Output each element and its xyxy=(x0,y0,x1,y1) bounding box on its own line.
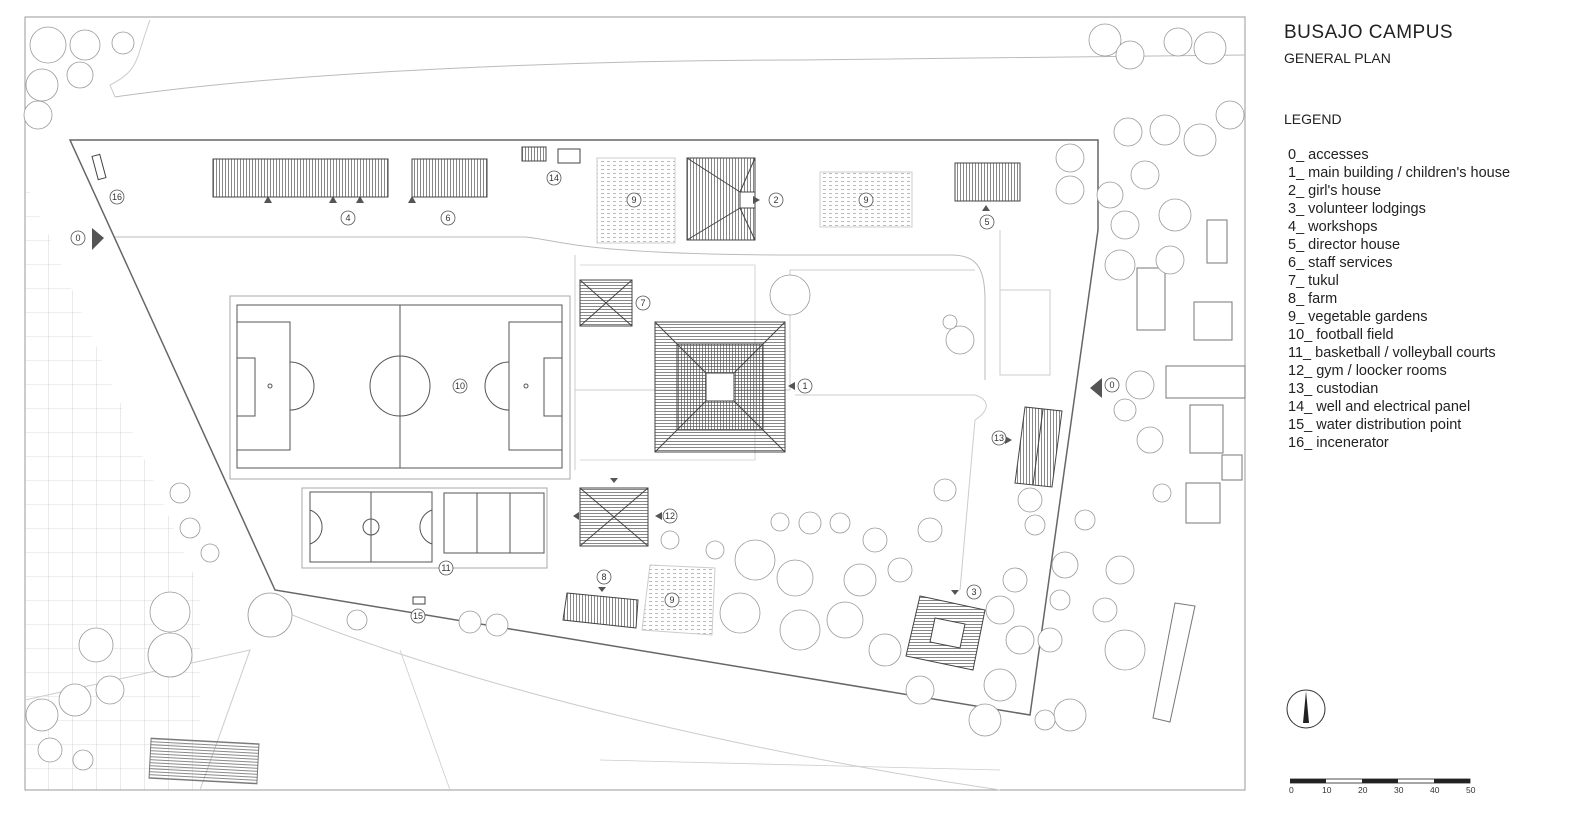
legend-item: 14_ well and electrical panel xyxy=(1288,399,1471,415)
site-plan: 0 0 1 2 3 4 5 6 7 8 9 9 9 10 11 12 13 14… xyxy=(23,16,1246,791)
legend-item: 15_ water distribution point xyxy=(1288,417,1462,433)
scale-tick: 20 xyxy=(1358,785,1368,795)
svg-text:3: 3 xyxy=(971,587,976,597)
svg-text:0: 0 xyxy=(1109,380,1114,390)
plan-title: BUSAJO CAMPUS xyxy=(1284,22,1454,43)
svg-text:1: 1 xyxy=(802,381,807,391)
svg-text:14: 14 xyxy=(549,173,559,183)
label-custodian: 13 xyxy=(991,430,1007,446)
svg-text:15: 15 xyxy=(413,611,423,621)
scale-tick: 50 xyxy=(1466,785,1476,795)
svg-text:16: 16 xyxy=(112,192,122,202)
label-garden-c: 9 xyxy=(664,592,680,608)
south-path xyxy=(279,609,1001,791)
legend-item: 16_ incenerator xyxy=(1288,435,1389,451)
north-path xyxy=(114,54,1246,98)
legend-item: 0_ accesses xyxy=(1288,147,1369,163)
incinerator-slab xyxy=(91,153,107,181)
svg-text:11: 11 xyxy=(441,563,450,573)
svg-text:9: 9 xyxy=(669,595,674,605)
plan-subtitle: GENERAL PLAN xyxy=(1284,50,1391,66)
label-access-west: 0 xyxy=(70,230,86,246)
legend-heading: LEGEND xyxy=(1284,111,1342,127)
label-access-east: 0 xyxy=(1104,377,1120,393)
girls-house xyxy=(686,157,756,241)
football-area xyxy=(229,295,571,480)
farm-building xyxy=(562,592,639,629)
courts-area xyxy=(301,487,548,569)
label-volunteer-lodgings: 3 xyxy=(966,584,982,600)
main-building xyxy=(654,321,786,453)
label-tukul: 7 xyxy=(635,295,651,311)
legend-item: 3_ volunteer lodgings xyxy=(1288,201,1426,217)
label-water-point: 15 xyxy=(410,608,426,624)
legend-item: 2_ girl's house xyxy=(1288,183,1382,199)
north-arrow-icon xyxy=(1286,689,1326,729)
scale-tick: 10 xyxy=(1322,785,1332,795)
legend-item: 7_ tukul xyxy=(1288,273,1339,289)
volleyball-court xyxy=(443,492,545,554)
label-garden-b: 9 xyxy=(858,192,874,208)
legend-item: 9_ vegetable gardens xyxy=(1288,309,1428,325)
legend-item: 12_ gym / loocker rooms xyxy=(1288,363,1447,379)
legend-item: 4_ workshops xyxy=(1288,219,1378,235)
scale-tick: 0 xyxy=(1289,785,1294,795)
label-garden-a: 9 xyxy=(626,192,642,208)
well xyxy=(521,146,547,162)
legend-item: 10_ football field xyxy=(1288,327,1394,343)
director-house xyxy=(954,162,1021,202)
trees xyxy=(23,23,1245,771)
svg-text:10: 10 xyxy=(455,381,465,391)
svg-text:7: 7 xyxy=(640,298,645,308)
access-west-marker xyxy=(92,228,104,250)
staff-services-building xyxy=(411,158,488,198)
label-gym: 12 xyxy=(662,508,678,524)
svg-text:4: 4 xyxy=(345,213,350,223)
label-workshops: 4 xyxy=(340,210,356,226)
label-incinerator: 16 xyxy=(109,189,125,205)
label-courts: 11 xyxy=(438,560,454,576)
custodian-building xyxy=(1014,406,1063,488)
label-staff-services: 6 xyxy=(440,210,456,226)
svg-text:5: 5 xyxy=(984,217,989,227)
workshops-building xyxy=(212,158,389,198)
svg-text:9: 9 xyxy=(631,195,636,205)
legend-item: 6_ staff services xyxy=(1288,255,1393,271)
svg-text:8: 8 xyxy=(601,572,606,582)
gym-building xyxy=(579,487,649,547)
map-number-labels: 0 0 1 2 3 4 5 6 7 8 9 9 9 10 11 12 13 14… xyxy=(70,170,1120,624)
label-football-field: 10 xyxy=(452,378,468,394)
svg-text:2: 2 xyxy=(773,195,778,205)
tukul-building xyxy=(579,279,633,327)
legend-item: 11_ basketball / volleyball courts xyxy=(1288,345,1496,361)
access-east-marker xyxy=(1090,378,1102,398)
svg-text:9: 9 xyxy=(863,195,868,205)
title-panel: BUSAJO CAMPUS GENERAL PLAN LEGEND 0_ acc… xyxy=(1282,0,1582,821)
water-point xyxy=(412,596,426,605)
svg-text:12: 12 xyxy=(665,511,675,521)
volunteer-lodgings xyxy=(905,595,986,671)
legend-item: 1_ main building / children's house xyxy=(1288,165,1511,181)
svg-text:13: 13 xyxy=(994,433,1004,443)
scale-tick: 30 xyxy=(1394,785,1404,795)
label-director-house: 5 xyxy=(979,214,995,230)
scale-labels: 0 10 20 30 40 50 xyxy=(1282,785,1482,797)
scale-tick: 40 xyxy=(1430,785,1440,795)
label-well: 14 xyxy=(546,170,562,186)
svg-text:0: 0 xyxy=(75,233,80,243)
legend-item: 5_ director house xyxy=(1288,237,1401,253)
label-girls-house: 2 xyxy=(768,192,784,208)
legend-item: 8_ farm xyxy=(1288,291,1338,307)
label-main-building: 1 xyxy=(797,378,813,394)
campus-boundary xyxy=(68,139,1099,716)
label-farm: 8 xyxy=(596,569,612,585)
scale-bar xyxy=(1290,778,1471,784)
legend-item: 13_ custodian xyxy=(1288,381,1379,397)
svg-text:6: 6 xyxy=(445,213,450,223)
legend-list: 0_ accesses 1_ main building / children'… xyxy=(1288,146,1510,452)
